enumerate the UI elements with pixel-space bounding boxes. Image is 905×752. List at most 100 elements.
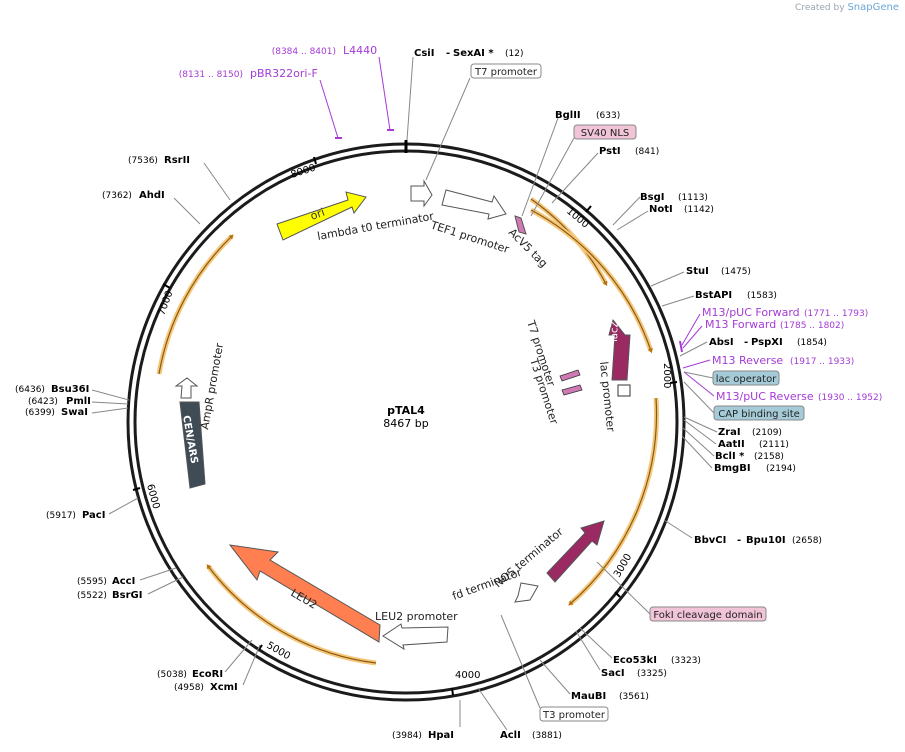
site-saci[interactable]: SacI (3325) [575,630,667,679]
feature-leu2[interactable]: LEU2 [228,544,381,643]
site-stui[interactable]: StuI (1475) [650,266,751,287]
svg-text:(5038): (5038) [157,670,187,680]
site-paci[interactable]: (5917) PacI [46,497,139,521]
primer-m13-puc-forward[interactable]: M13/pUC Forward (1771 .. 1793) [681,306,868,346]
svg-text:(3325): (3325) [637,669,667,679]
svg-text:(2109): (2109) [752,428,782,438]
feature-acv5-tag[interactable]: AcV5 tag [506,215,550,270]
feature-t3-promoter-inner[interactable]: T3 promoter [527,356,583,426]
svg-text:(1854): (1854) [797,338,827,348]
site-pmli[interactable]: (6423) PmlI [28,396,129,407]
svg-text:StuI: StuI [686,266,709,277]
primer-m13-reverse[interactable]: M13 Reverse (1917 .. 1933) [682,354,854,369]
svg-text:SwaI: SwaI [61,407,88,418]
svg-text:(6436): (6436) [15,385,45,395]
label-cap-binding-site[interactable]: CAP binding site [683,381,805,421]
orf-arc-3-core [568,397,658,606]
site-bsrgi[interactable]: (5522) BsrGI [77,576,184,601]
svg-text:NotI: NotI [649,204,673,215]
svg-text:(2194): (2194) [766,464,796,474]
svg-text:AhdI: AhdI [139,190,165,201]
feature-lacz-alpha[interactable]: lacZα [608,313,631,381]
site-eco53ki[interactable]: Eco53kI (3323) [579,627,701,666]
svg-text:lac operator: lac operator [716,374,777,385]
site-bcli[interactable]: BclI * (2158) [682,427,784,462]
svg-text:(1475): (1475) [721,267,751,277]
feature-fd-terminator[interactable]: fd terminator [451,566,539,603]
feature-tef1-promoter[interactable]: TEF1 promoter [428,189,511,256]
label-sv40-nls[interactable]: SV40 NLS [530,124,637,217]
svg-text:PspXI: PspXI [751,337,783,348]
site-acci[interactable]: (5595) AccI [77,567,177,587]
label-foki-cleavage-domain[interactable]: FokI cleavage domain [596,561,767,622]
svg-text:(841): (841) [635,147,659,157]
site-psti[interactable]: PstI (841) [551,146,659,204]
primer-m13-forward[interactable]: M13 Forward (1785 .. 1802) [682,318,844,349]
label-lac-operator[interactable]: lac operator [683,370,780,386]
svg-text:(1142): (1142) [684,205,714,215]
site-noti[interactable]: NotI (1142) [616,204,714,231]
site-absi-pspxi[interactable]: AbsI - PspXI (1854) [679,337,827,357]
svg-text:M13 Reverse: M13 Reverse [712,354,783,367]
tick-7000: 7000 [156,283,176,317]
svg-text:M13/pUC Reverse: M13/pUC Reverse [716,390,814,403]
svg-text:L4440: L4440 [343,44,377,57]
svg-text:MauBI: MauBI [571,691,606,702]
svg-text:CsiI: CsiI [414,48,434,59]
site-swai[interactable]: (6399) SwaI [25,407,129,418]
svg-text:BstAPI: BstAPI [695,290,732,301]
site-zrai[interactable]: ZraI (2109) [683,416,782,438]
primer-pbr322ori-f[interactable]: (8131 .. 8150) pBR322ori-F [179,67,342,139]
svg-text:Bsu36I: Bsu36I [51,384,89,395]
svg-text:(2158): (2158) [754,452,784,462]
svg-text:Eco53kI: Eco53kI [613,655,657,666]
site-bsgi[interactable]: BsgI (1113) [612,192,708,226]
site-maubi[interactable]: MauBI (3561) [539,659,649,702]
site-csii-sexai[interactable]: CsiI - SexAI * (12) [406,48,523,141]
site-xcmi[interactable]: (4958) XcmI [174,644,261,693]
site-bmgbi[interactable]: BmgBI (2194) [681,435,796,474]
svg-text:(3984): (3984) [392,731,422,741]
svg-text:(1113): (1113) [678,193,708,203]
site-hpai[interactable]: (3984) HpaI [392,700,461,741]
svg-text:(2111): (2111) [759,440,789,450]
svg-text:5000: 5000 [265,640,293,662]
svg-text:PstI: PstI [599,146,621,157]
snapgene-logo: SnapGene [847,2,899,13]
svg-text:SV40 NLS: SV40 NLS [581,128,630,139]
site-bstapi[interactable]: BstAPI (1583) [661,290,777,307]
svg-text:(1917 .. 1933): (1917 .. 1933) [790,357,854,367]
orf-arc-5-core [158,234,234,375]
svg-text:-: - [744,337,748,348]
svg-text:fd terminator: fd terminator [451,566,524,603]
label-t3-promoter-bottom[interactable]: T3 promoter [500,614,609,722]
primer-m13-puc-reverse[interactable]: M13/pUC Reverse (1930 .. 1952) [683,371,882,403]
svg-text:pBR322ori-F: pBR322ori-F [250,67,318,80]
svg-text:BclI *: BclI * [715,451,745,462]
svg-text:AbsI: AbsI [709,337,734,348]
feature-t7-promoter-inner[interactable]: T7 promoter [524,318,581,388]
svg-text:ori: ori [309,206,327,223]
svg-text:T7 promoter: T7 promoter [474,67,538,78]
site-ecori[interactable]: (5038) EcoRI [157,639,253,680]
orf-arc-2 [529,207,654,352]
site-rsrii[interactable]: (7536) RsrII [128,155,231,201]
site-bsu36i[interactable]: (6436) Bsu36I [15,384,130,401]
primer-l4440[interactable]: (8384 .. 8401) L4440 [272,44,394,131]
site-bglii[interactable]: BglII (633) [521,110,620,217]
svg-text:BglII: BglII [555,110,581,121]
svg-text:HpaI: HpaI [428,730,454,741]
site-bbvci-bpu10i[interactable]: BbvCI - Bpu10I (2658) [663,519,822,546]
svg-text:(7362): (7362) [102,191,132,201]
site-acli[interactable]: AclI (3881) [477,687,562,741]
site-ahdi[interactable]: (7362) AhdI [102,190,201,225]
svg-text:(5917): (5917) [46,511,76,521]
feature-ori[interactable]: ori [276,191,367,241]
feature-leu2-promoter[interactable]: LEU2 promoter [375,610,458,651]
site-aatii[interactable]: AatII (2111) [683,419,789,450]
label-t7-promoter-top[interactable]: T7 promoter [425,63,542,181]
svg-text:(7536): (7536) [128,156,158,166]
svg-text:PmlI: PmlI [66,396,91,407]
svg-text:-: - [446,48,450,59]
svg-text:ZraI: ZraI [718,427,741,438]
